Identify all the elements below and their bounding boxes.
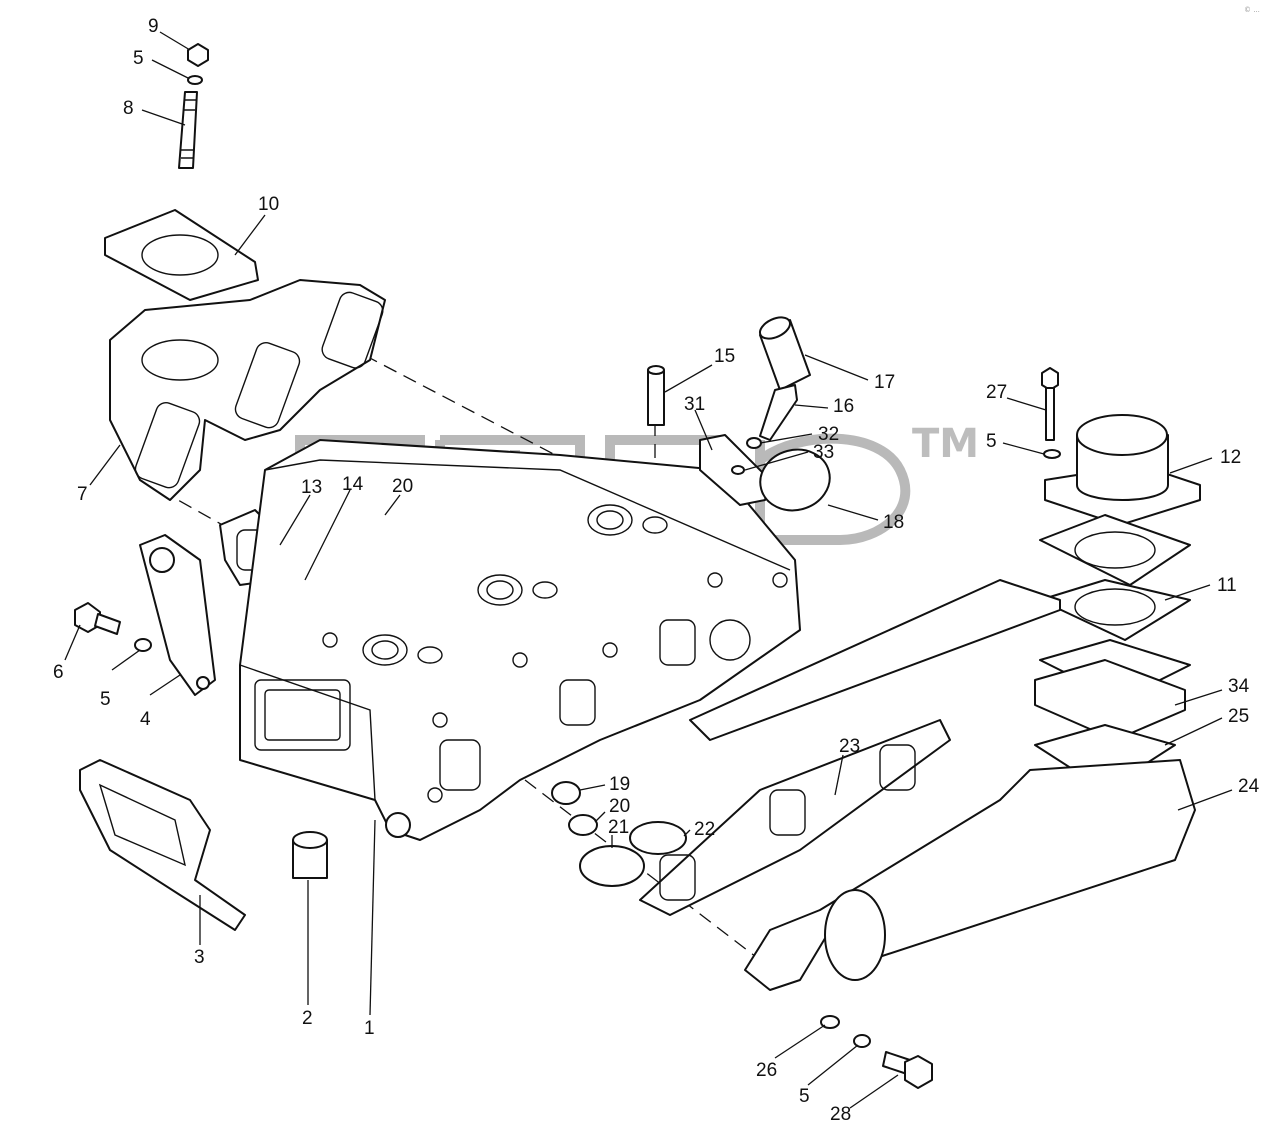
callout-14: 14: [342, 474, 364, 495]
callout-3: 3: [194, 947, 205, 968]
callout-2: 2: [302, 1008, 313, 1029]
callout-26: 26: [756, 1060, 777, 1081]
callout-1: 1: [364, 1018, 375, 1039]
callout-20: 20: [392, 476, 413, 497]
tube-15: [647, 369, 665, 426]
callout-5: 5: [986, 431, 997, 452]
callout-32: 32: [818, 424, 839, 445]
callout-8: 8: [123, 98, 134, 119]
exhaust-manifold-7: [109, 279, 386, 501]
callout-9: 9: [148, 16, 159, 37]
washer-5-bottom: [853, 1034, 871, 1048]
callout-24: 24: [1238, 776, 1260, 797]
callout-12: 12: [1220, 447, 1241, 468]
callout-10: 10: [258, 194, 279, 215]
gasket-34: [1034, 639, 1191, 741]
callout-11: 11: [1217, 575, 1237, 596]
callout-16: 16: [833, 396, 854, 417]
heat-shield-plate: [689, 579, 1061, 741]
gasket-3: [79, 759, 246, 931]
seal-22: [629, 821, 687, 855]
callout-5: 5: [799, 1086, 810, 1107]
washer-32: [746, 437, 762, 449]
nut-part-9: [178, 43, 209, 169]
lifting-bracket-4: [139, 534, 216, 696]
flange-pipe-12: [1044, 414, 1201, 526]
callout-31: 31: [684, 394, 705, 415]
callout-27: 27: [986, 382, 1007, 403]
bolt-6: [74, 602, 152, 652]
seal-21: [579, 845, 645, 887]
callout-7: 7: [77, 484, 88, 505]
callout-22: 22: [694, 819, 715, 840]
callout-5: 5: [100, 689, 111, 710]
callout-23: 23: [839, 736, 860, 757]
callout-19: 19: [609, 774, 630, 795]
dowel-2: [292, 831, 328, 879]
bolt-28: [882, 1051, 933, 1089]
callout-28: 28: [830, 1104, 851, 1125]
gasket-11: [1039, 514, 1191, 641]
callout-18: 18: [883, 512, 904, 533]
callout-labels: 9 5 8 10 7 13 14 20 15 17 16 31 32 33 18…: [53, 16, 1260, 1125]
callout-20: 20: [609, 796, 630, 817]
callout-33: 33: [813, 442, 834, 463]
callout-17: 17: [874, 372, 895, 393]
plug-20-bottom: [568, 814, 598, 836]
washer-33: [731, 465, 745, 475]
muffler-24: [744, 759, 1196, 991]
sleeve-17: [759, 316, 811, 391]
ring-19: [551, 781, 581, 805]
cover-18: [759, 448, 831, 512]
cylinder-head-1: [239, 439, 801, 841]
exhaust-gasket-23: [639, 719, 951, 916]
washer-26: [820, 1015, 840, 1029]
callout-13: 13: [301, 477, 322, 498]
callout-5: 5: [133, 48, 144, 69]
bolt-27: [1041, 367, 1061, 459]
leader-lines: [64, 31, 1233, 1109]
bolt-16: [759, 384, 798, 441]
callout-25: 25: [1228, 706, 1249, 727]
corner-note: © ...: [1244, 6, 1260, 14]
manifold-gasket-10: [104, 209, 259, 301]
callout-15: 15: [714, 346, 735, 367]
callout-6: 6: [53, 662, 64, 683]
callout-4: 4: [140, 709, 151, 730]
callout-21: 21: [608, 817, 629, 838]
callout-34: 34: [1228, 676, 1250, 697]
watermark-trademark: TM: [912, 421, 979, 467]
